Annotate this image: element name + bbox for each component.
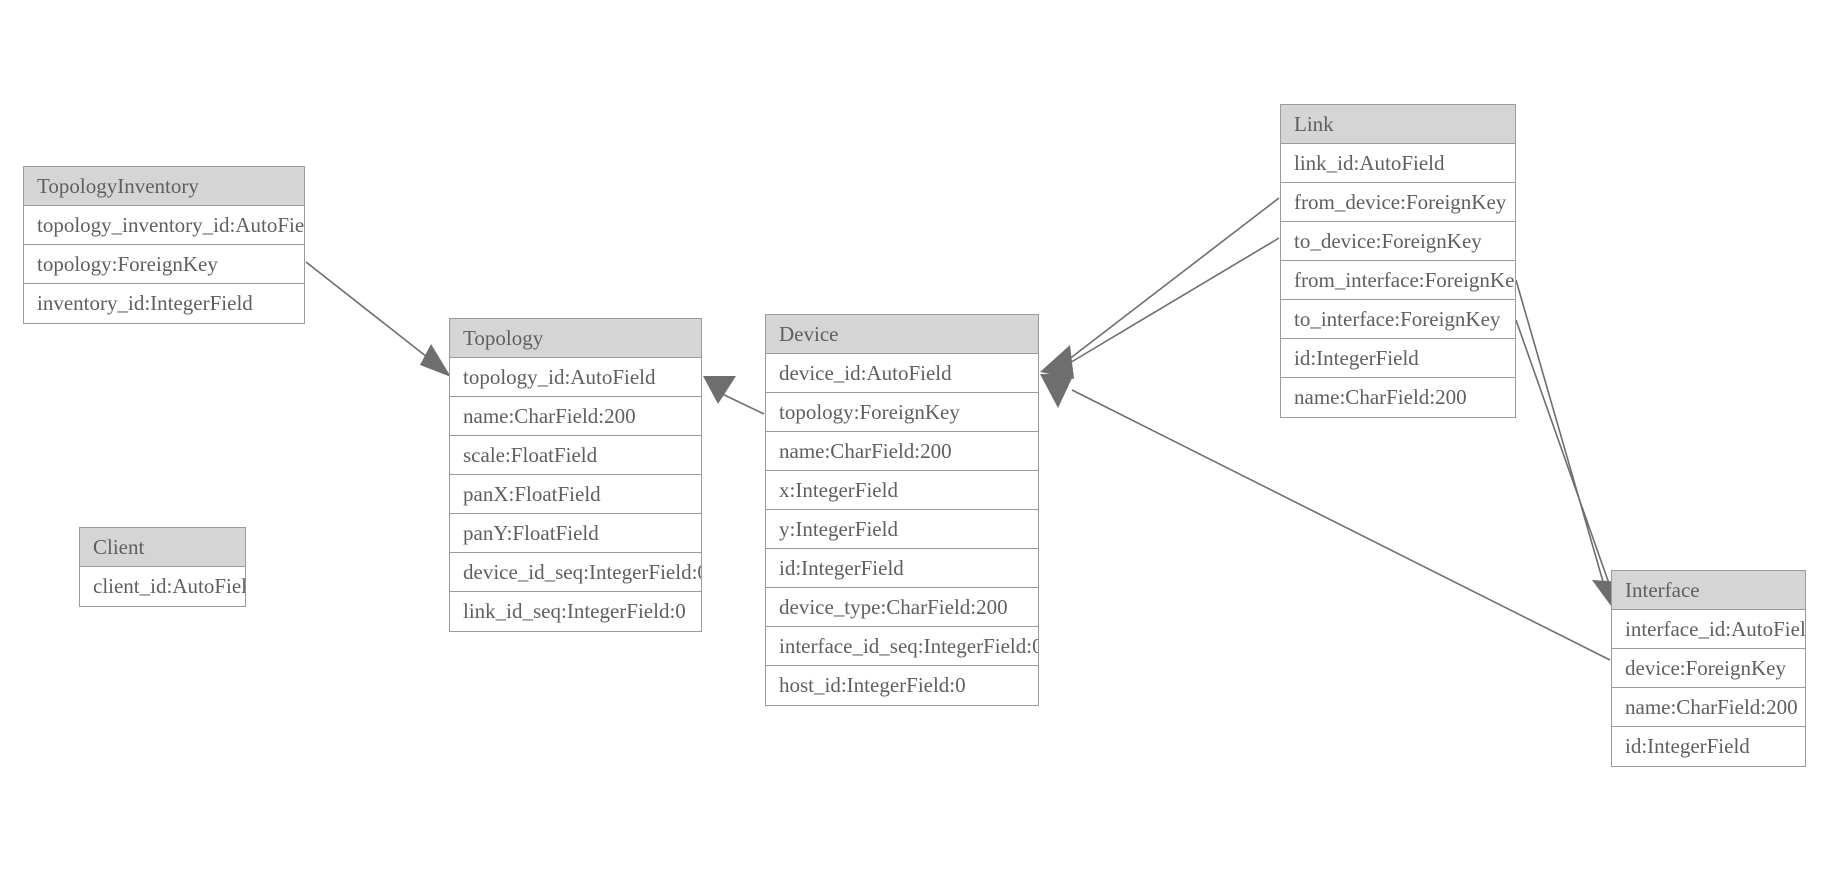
entity-field-row[interactable]: id:IntegerField — [1281, 339, 1515, 378]
edge-device-topology — [703, 376, 765, 415]
entity-field-row[interactable]: name:CharField:200 — [766, 432, 1038, 471]
entity-field-row[interactable]: panX:FloatField — [450, 475, 701, 514]
entity-field-row[interactable]: device:ForeignKey — [1612, 649, 1805, 688]
entity-field-row[interactable]: y:IntegerField — [766, 510, 1038, 549]
entity-field-row[interactable]: from_interface:ForeignKey — [1281, 261, 1515, 300]
entity-title-topology_inventory: TopologyInventory — [24, 167, 304, 206]
entity-title-topology: Topology — [450, 319, 701, 358]
entity-field-row[interactable]: x:IntegerField — [766, 471, 1038, 510]
edge-link-from_device — [1067, 197, 1280, 361]
entity-field-row[interactable]: scale:FloatField — [450, 436, 701, 475]
entity-field-row[interactable]: from_device:ForeignKey — [1281, 183, 1515, 222]
entity-field-row[interactable]: topology_inventory_id:AutoField — [24, 206, 304, 245]
entity-field-row[interactable]: interface_id:AutoField — [1612, 610, 1805, 649]
entity-field-row[interactable]: link_id:AutoField — [1281, 144, 1515, 183]
entity-field-row[interactable]: device_type:CharField:200 — [766, 588, 1038, 627]
entity-field-row[interactable]: inventory_id:IntegerField — [24, 284, 304, 323]
edge-link-to_interface — [1515, 319, 1613, 593]
entity-field-row[interactable]: topology_id:AutoField — [450, 358, 701, 397]
entity-title-client: Client — [80, 528, 245, 567]
edge-topologyinventory-topology — [305, 261, 451, 377]
edge-link-from_interface — [1515, 279, 1607, 593]
entity-field-row[interactable]: host_id:IntegerField:0 — [766, 666, 1038, 705]
entity-title-device: Device — [766, 315, 1038, 354]
entity-field-row[interactable]: id:IntegerField — [766, 549, 1038, 588]
entity-field-row[interactable]: name:CharField:200 — [1281, 378, 1515, 417]
entity-field-row[interactable]: topology:ForeignKey — [766, 393, 1038, 432]
entity-field-row[interactable]: interface_id_seq:IntegerField:0 — [766, 627, 1038, 666]
arrowhead-device-right-upper — [1040, 345, 1074, 379]
entity-field-row[interactable]: name:CharField:200 — [1612, 688, 1805, 727]
entity-field-row[interactable]: client_id:AutoField — [80, 567, 245, 606]
entity-field-row[interactable]: link_id_seq:IntegerField:0 — [450, 592, 701, 631]
edge-link-to_device — [1067, 237, 1280, 365]
entity-title-interface: Interface — [1612, 571, 1805, 610]
entity-field-row[interactable]: device_id:AutoField — [766, 354, 1038, 393]
entity-field-row[interactable]: topology:ForeignKey — [24, 245, 304, 284]
entity-title-link: Link — [1281, 105, 1515, 144]
entity-field-row[interactable]: to_device:ForeignKey — [1281, 222, 1515, 261]
entity-field-row[interactable]: name:CharField:200 — [450, 397, 701, 436]
entity-field-row[interactable]: panY:FloatField — [450, 514, 701, 553]
entity-field-row[interactable]: device_id_seq:IntegerField:0 — [450, 553, 701, 592]
entity-field-row[interactable]: id:IntegerField — [1612, 727, 1805, 766]
entity-field-row[interactable]: to_interface:ForeignKey — [1281, 300, 1515, 339]
